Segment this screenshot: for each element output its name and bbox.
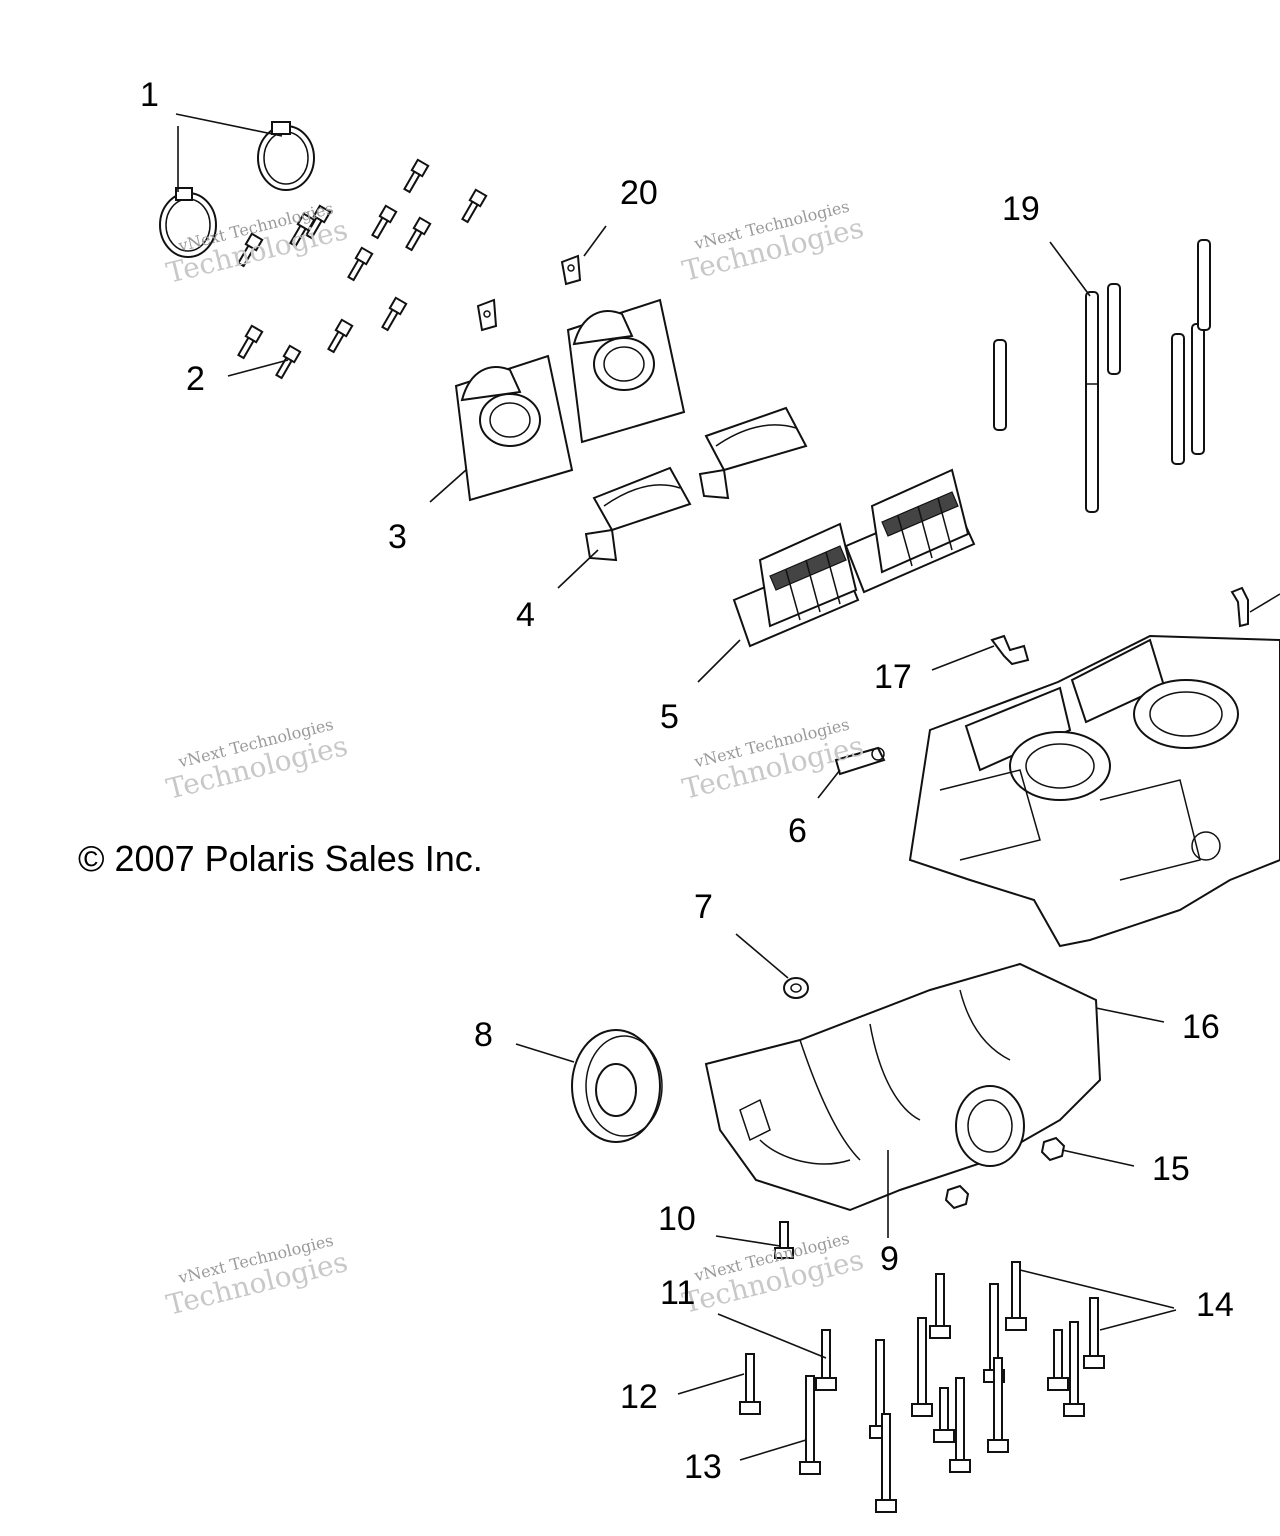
callout-17: 17	[874, 658, 912, 696]
lower-crankcase	[704, 962, 1102, 1212]
callout-7: 7	[694, 888, 713, 926]
fitting-6	[834, 746, 886, 776]
oil-seal-8	[571, 1029, 663, 1143]
nuts-15	[944, 1136, 1066, 1210]
studs-19	[993, 239, 1211, 513]
upper-crankcase	[908, 634, 1280, 948]
callout-2: 2	[186, 360, 205, 398]
long-bolts-group	[739, 1261, 1105, 1513]
callout-1: 1	[140, 76, 159, 114]
callout-14: 14	[1196, 1286, 1234, 1324]
reed-stopper-right	[698, 406, 808, 500]
callout-4: 4	[516, 596, 535, 634]
reed-stopper-left	[584, 466, 692, 562]
callout-20: 20	[620, 174, 658, 212]
callout-6: 6	[788, 812, 807, 850]
hose-clamp-1a	[159, 187, 217, 258]
callout-9: 9	[880, 1240, 899, 1278]
carb-adapter-right	[566, 298, 686, 444]
reed-valve-right	[844, 468, 976, 594]
callout-16: 16	[1182, 1008, 1220, 1046]
fitting-17	[990, 586, 1249, 666]
callout-19: 19	[1002, 190, 1040, 228]
callout-11: 11	[660, 1274, 696, 1312]
callout-13: 13	[684, 1448, 722, 1486]
copyright-text: © 2007 Polaris Sales Inc.	[78, 838, 483, 879]
reed-valve-left	[732, 522, 860, 648]
callout-10: 10	[658, 1200, 696, 1238]
callout-3: 3	[388, 518, 407, 556]
carb-adapter-left	[454, 354, 574, 502]
leader-lines	[175, 113, 1280, 1461]
washer-7	[783, 977, 809, 999]
callout-12: 12	[620, 1378, 658, 1416]
callout-8: 8	[474, 1016, 493, 1054]
clip-20	[476, 254, 582, 332]
callout-15: 15	[1152, 1150, 1190, 1188]
small-bolts-group	[237, 158, 488, 380]
hose-clamp-1b	[257, 121, 315, 191]
bolt-10	[774, 1221, 794, 1259]
callout-5: 5	[660, 698, 679, 736]
